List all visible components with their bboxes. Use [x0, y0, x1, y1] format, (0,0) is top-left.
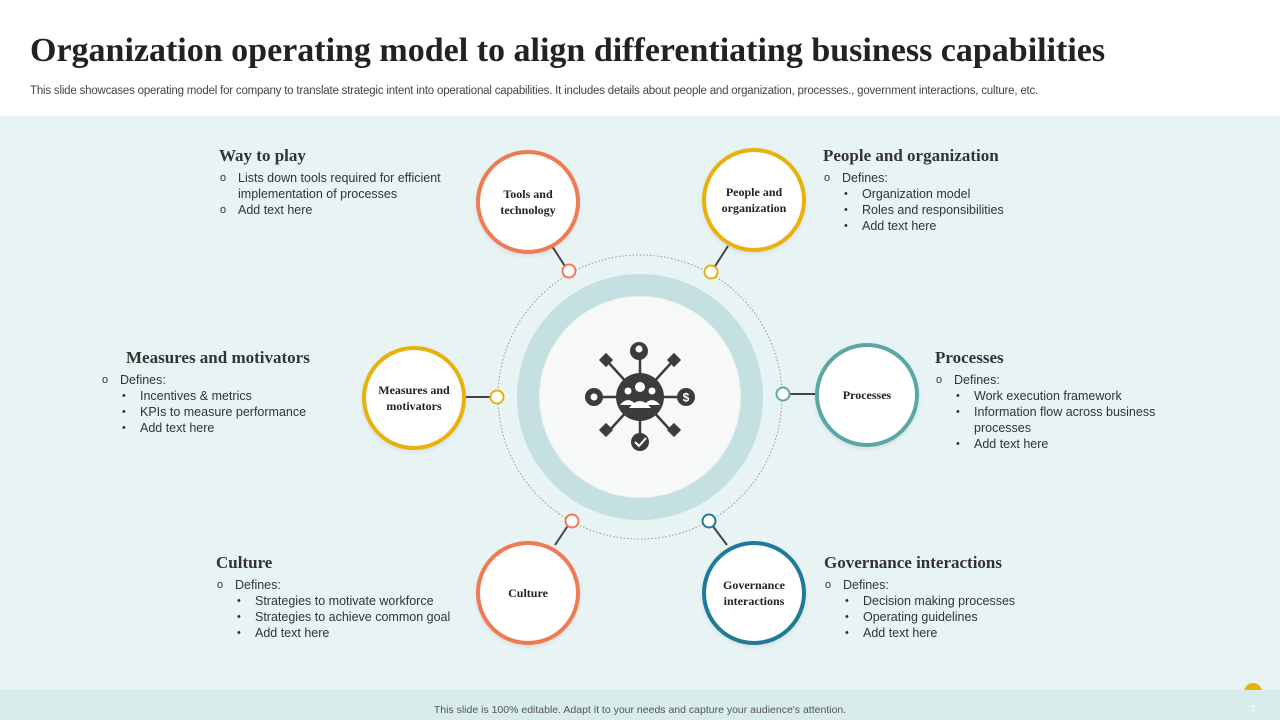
list-lead: Defines: [216, 577, 456, 593]
thick-ring [517, 274, 763, 520]
list-item: Work execution framework [935, 388, 1175, 404]
list-item: Add text here [216, 625, 456, 641]
header-band [0, 0, 1280, 116]
node-label: People and organization [721, 185, 787, 215]
dot-people [703, 264, 719, 280]
block-culture: Culture Defines: Strategies to motivate … [216, 553, 456, 641]
node-governance-interactions: Governance interactions [702, 541, 806, 645]
node-tools-and-technology: Tools and technology [476, 150, 580, 254]
block-processes: Processes Defines: Work execution framew… [935, 348, 1175, 452]
node-measures-and-motivators: Measures and motivators [362, 346, 466, 450]
block-heading: Measures and motivators [126, 348, 310, 367]
list-item: Information flow across business process… [935, 404, 1175, 436]
block-heading: Way to play [219, 146, 306, 165]
node-label: Governance interactions [723, 578, 785, 608]
page-subtitle: This slide showcases operating model for… [30, 85, 1039, 97]
block-governance-interactions: Governance interactions Defines: Decisio… [824, 553, 1064, 641]
list-lead: Defines: [824, 577, 1064, 593]
list-item: Add text here [823, 218, 1063, 234]
list-lead: Defines: [935, 372, 1175, 388]
node-culture: Culture [476, 541, 580, 645]
block-way-to-play: Way to play Lists down tools required fo… [219, 146, 459, 218]
list-item: Add text here [935, 436, 1175, 452]
dot-governance [701, 513, 717, 529]
list-item: Strategies to achieve common goal [216, 609, 456, 625]
page-title: Organization operating model to align di… [30, 32, 1106, 69]
list-lead: Defines: [101, 372, 351, 388]
node-people-and-organization: People and organization [702, 148, 806, 252]
footer-text: This slide is 100% editable. Adapt it to… [433, 704, 847, 716]
block-heading: Processes [935, 348, 1004, 367]
node-processes: Processes [815, 343, 919, 447]
footer-band [0, 690, 1280, 720]
dot-culture [564, 513, 580, 529]
node-label: Tools and technology [500, 187, 556, 217]
dot-measures [489, 389, 505, 405]
block-people-and-organization: People and organization Defines: Organiz… [823, 146, 1063, 234]
block-heading: Governance interactions [824, 553, 1002, 572]
node-label: Culture [508, 586, 548, 600]
list-item: KPIs to measure performance [101, 404, 351, 420]
list-item: Decision making processes [824, 593, 1064, 609]
node-label: Measures and motivators [378, 383, 450, 413]
list-item: Add text here [219, 202, 459, 218]
block-heading: Culture [216, 553, 273, 572]
block-heading: People and organization [823, 146, 999, 165]
list-lead: Defines: [823, 170, 1063, 186]
dot-processes [775, 386, 791, 402]
dollar-glyph: $ [683, 391, 690, 405]
node-label: Processes [842, 388, 892, 402]
list-item: Add text here [101, 420, 351, 436]
list-item: Add text here [824, 625, 1064, 641]
list-item: Lists down tools required for efficient … [219, 170, 459, 202]
block-measures-and-motivators: Measures and motivators Defines: Incenti… [101, 348, 351, 436]
list-item: Incentives & metrics [101, 388, 351, 404]
list-item: Operating guidelines [824, 609, 1064, 625]
list-item: Roles and responsibilities [823, 202, 1063, 218]
list-item: Strategies to motivate workforce [216, 593, 456, 609]
page-number: 7 [1250, 704, 1257, 716]
dot-tools [561, 263, 577, 279]
team-network-icon [585, 342, 695, 451]
list-item: Organization model [823, 186, 1063, 202]
